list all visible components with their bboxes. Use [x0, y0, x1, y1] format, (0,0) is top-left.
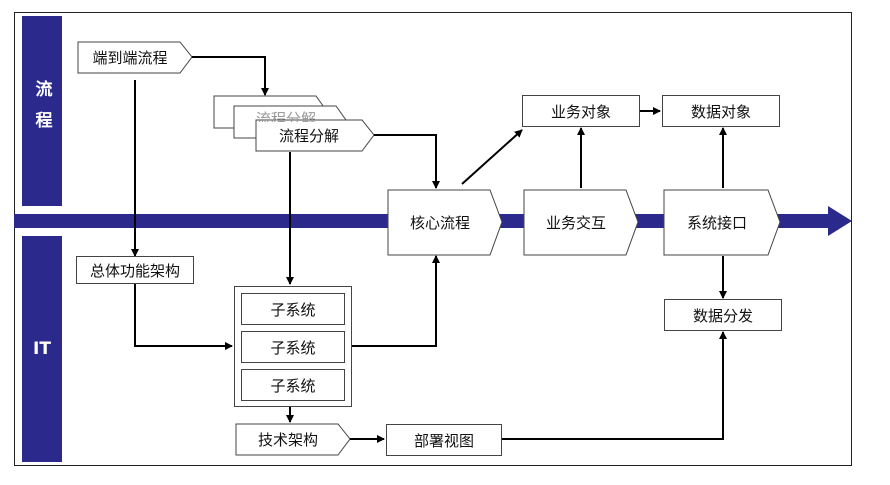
node-subsystem-3: 子系统	[241, 369, 345, 401]
node-deployment-view-label: 部署视图	[413, 431, 474, 450]
node-data-distribution: 数据分发	[664, 299, 782, 331]
core-process-shape	[387, 189, 503, 256]
node-process-breakdown-ghost-label: 流程分解	[255, 110, 316, 122]
node-data-object: 数据对象	[662, 95, 780, 127]
end-to-end-shape	[77, 41, 193, 74]
lane-it-label: IT	[33, 339, 51, 359]
tech-architecture-shape	[235, 423, 351, 456]
process-breakdown-shape-front	[255, 119, 375, 152]
node-data-object-label: 数据对象	[690, 102, 751, 121]
node-overall-architecture-label: 总体功能架构	[89, 261, 180, 280]
node-system-interface-label: 系统接口	[686, 214, 747, 232]
lane-it: IT	[22, 236, 62, 462]
main-axis-arrowhead	[828, 206, 852, 236]
arrow-deployment-to-distribution	[502, 331, 727, 440]
node-end-to-end-label: 端到端流程	[92, 49, 168, 67]
arrow-breakdown-to-core	[374, 134, 440, 189]
node-process-breakdown-label: 流程分解	[278, 127, 339, 145]
node-subsystem-1: 子系统	[241, 293, 345, 325]
node-business-object-label: 业务对象	[550, 102, 611, 121]
node-deployment-view: 部署视图	[386, 424, 502, 456]
node-tech-architecture-label: 技术架构	[257, 431, 318, 449]
node-process-breakdown: 流程分解	[256, 120, 362, 151]
arrow-endtoend-to-breakdown	[192, 56, 269, 96]
lane-process: 流程	[22, 16, 62, 206]
node-core-process-label: 核心流程	[409, 214, 470, 232]
node-system-interface: 系统接口	[664, 190, 770, 255]
node-subsystem-1-label: 子系统	[270, 300, 316, 319]
lane-process-label: 流程	[31, 80, 52, 142]
node-subsystem-3-label: 子系统	[270, 376, 316, 395]
node-business-interaction: 业务交互	[524, 190, 628, 255]
node-subsystem-2: 子系统	[241, 331, 345, 363]
arrow-subsystems-to-core	[352, 255, 440, 347]
subsystem-group: 子系统 子系统 子系统	[234, 286, 352, 407]
arrow-architecture-to-subsystems	[134, 284, 233, 350]
node-subsystem-2-label: 子系统	[270, 338, 316, 357]
node-overall-architecture: 总体功能架构	[76, 256, 194, 284]
node-core-process: 核心流程	[388, 190, 492, 255]
node-process-breakdown-ghost: 流程分解	[234, 106, 338, 122]
arrow-core-to-business-object	[461, 129, 523, 185]
system-interface-shape	[663, 189, 781, 256]
node-business-object: 业务对象	[522, 95, 640, 127]
business-interaction-shape	[523, 189, 639, 256]
node-data-distribution-label: 数据分发	[692, 306, 753, 325]
node-business-interaction-label: 业务交互	[545, 214, 606, 232]
node-tech-architecture: 技术架构	[236, 424, 340, 455]
node-end-to-end: 端到端流程	[78, 42, 182, 73]
